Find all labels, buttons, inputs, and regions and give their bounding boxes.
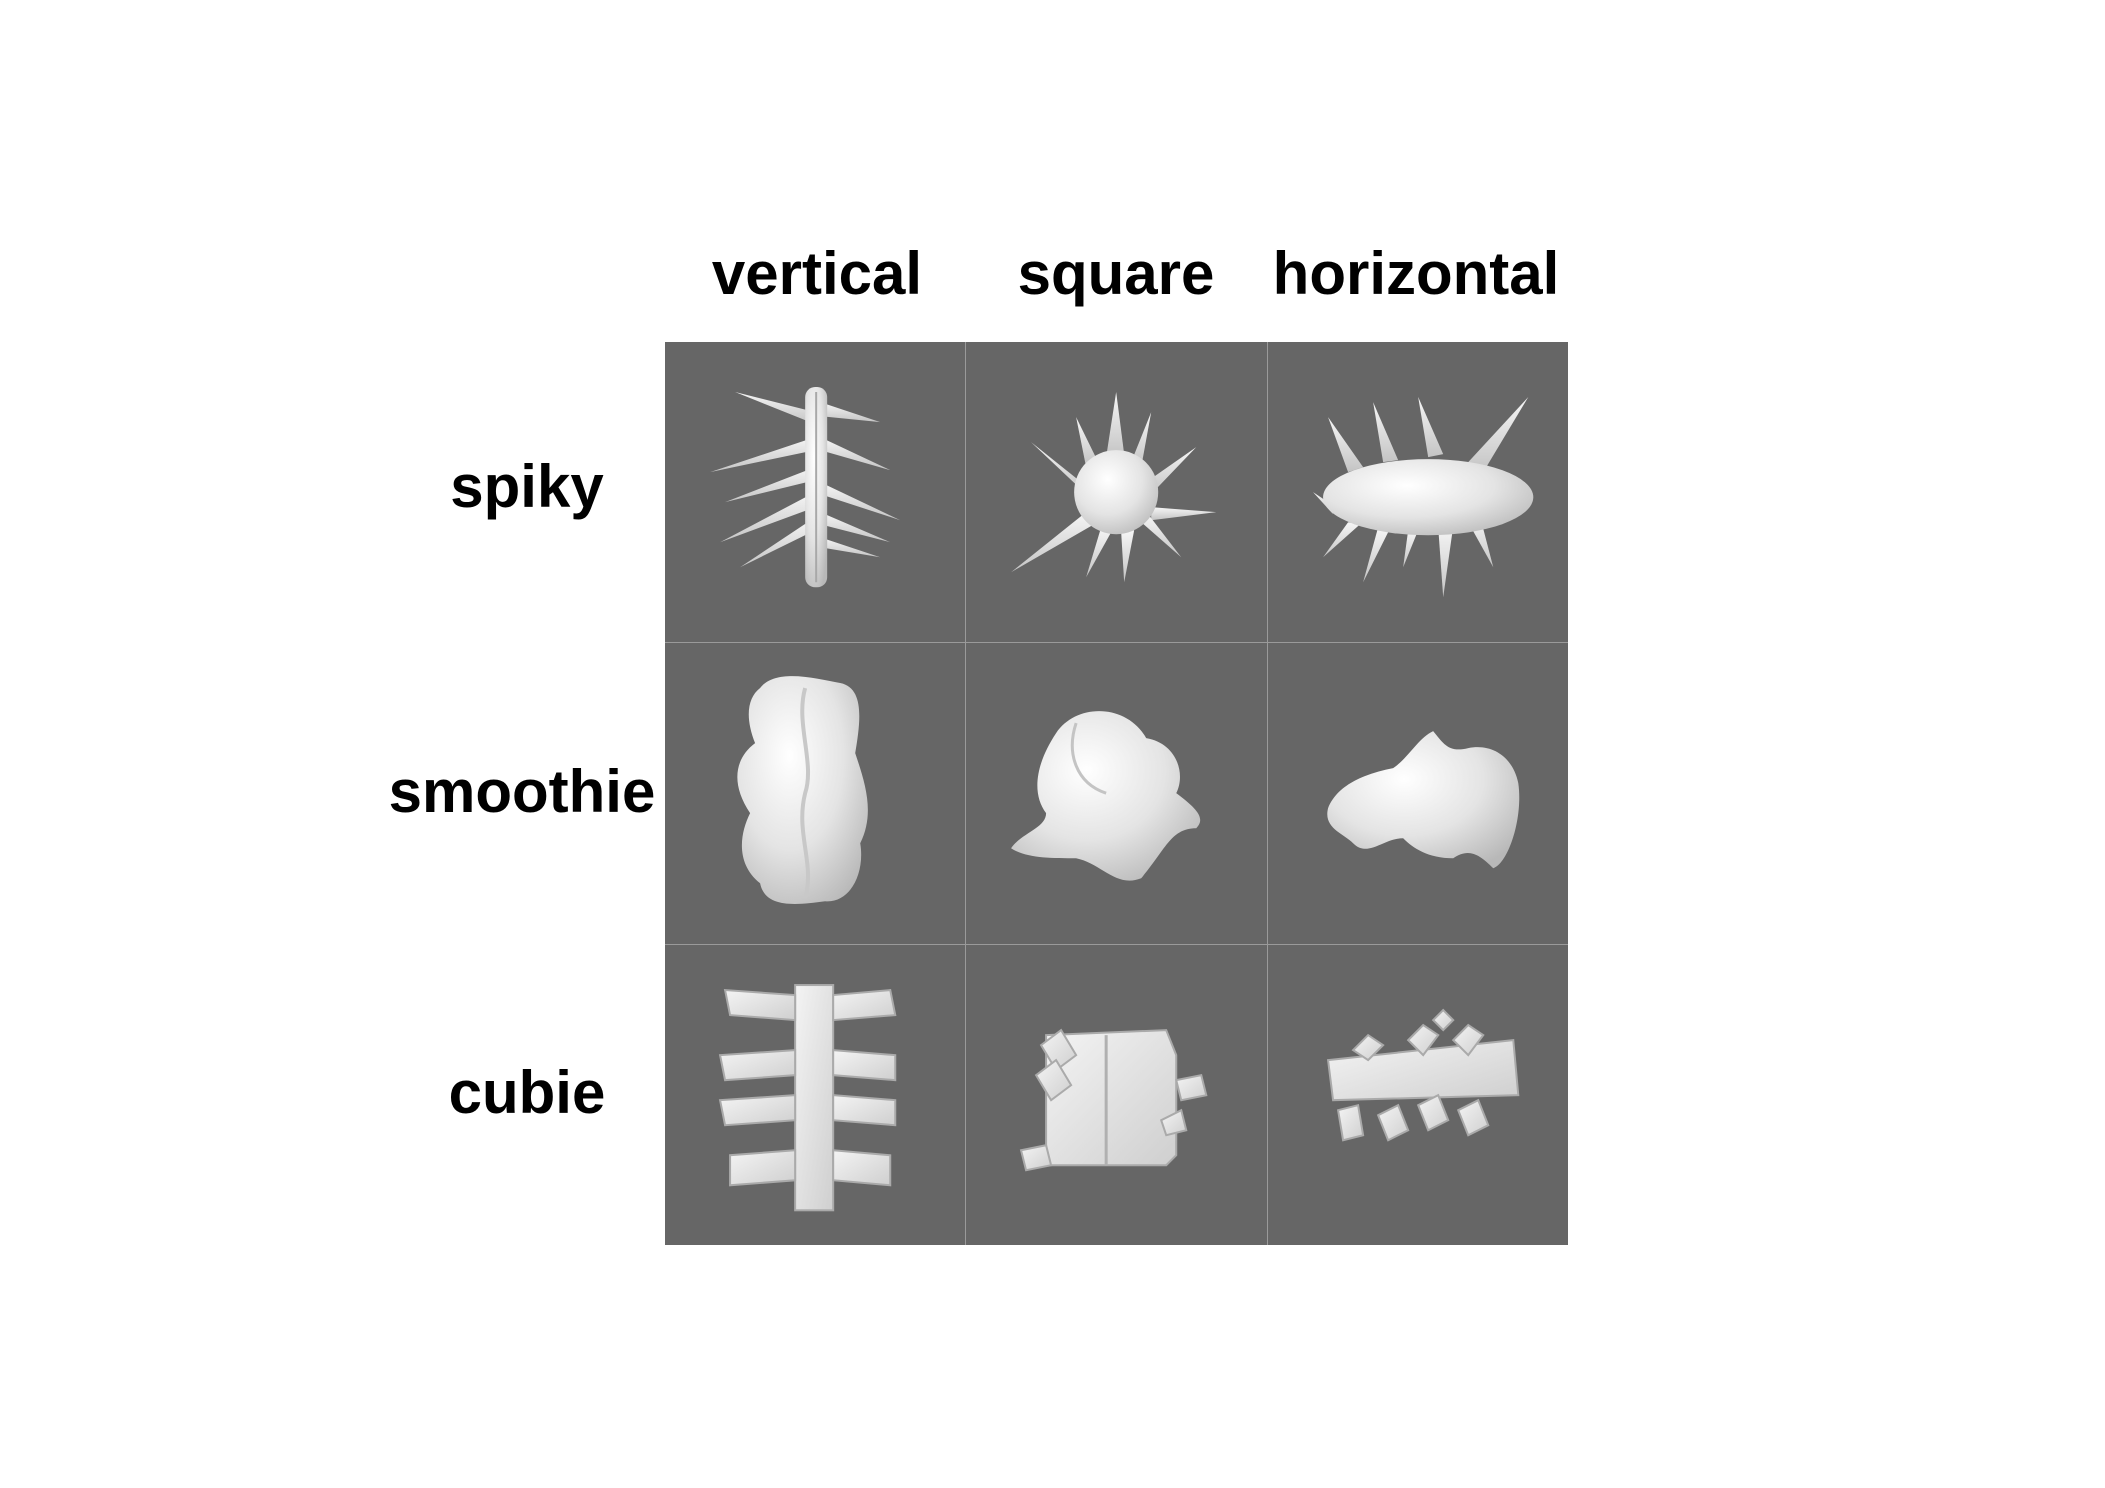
cell-spiky-vertical <box>665 342 966 643</box>
cell-spiky-square <box>966 342 1267 643</box>
cell-smoothie-square <box>966 643 1267 944</box>
shape-grid <box>665 342 1568 1245</box>
spiky-vertical-shape-icon <box>710 387 901 588</box>
cubie-horizontal-shape-icon <box>1326 1008 1520 1142</box>
cubie-square-shape-icon <box>1020 1028 1208 1172</box>
row-header-spiky: spiky <box>450 453 604 520</box>
column-header-horizontal: horizontal <box>1272 240 1560 307</box>
spiky-horizontal-shape-icon <box>1312 397 1533 598</box>
row-header-cubie: cubie <box>448 1059 606 1126</box>
cell-smoothie-vertical <box>665 643 966 944</box>
cell-cubie-horizontal <box>1267 944 1568 1245</box>
smoothie-vertical-shape-icon <box>737 676 868 905</box>
smoothie-square-shape-icon <box>1011 711 1201 881</box>
spiky-square-shape-icon <box>1011 392 1217 583</box>
smoothie-horizontal-shape-icon <box>1326 731 1519 869</box>
cell-cubie-square <box>966 944 1267 1245</box>
row-header-smoothie: smoothie <box>388 758 656 825</box>
column-header-vertical: vertical <box>711 240 923 307</box>
cell-spiky-horizontal <box>1267 342 1568 643</box>
cell-smoothie-horizontal <box>1267 643 1568 944</box>
cell-cubie-vertical <box>665 944 966 1245</box>
column-header-square: square <box>1017 240 1215 307</box>
cubie-vertical-shape-icon <box>718 983 897 1211</box>
